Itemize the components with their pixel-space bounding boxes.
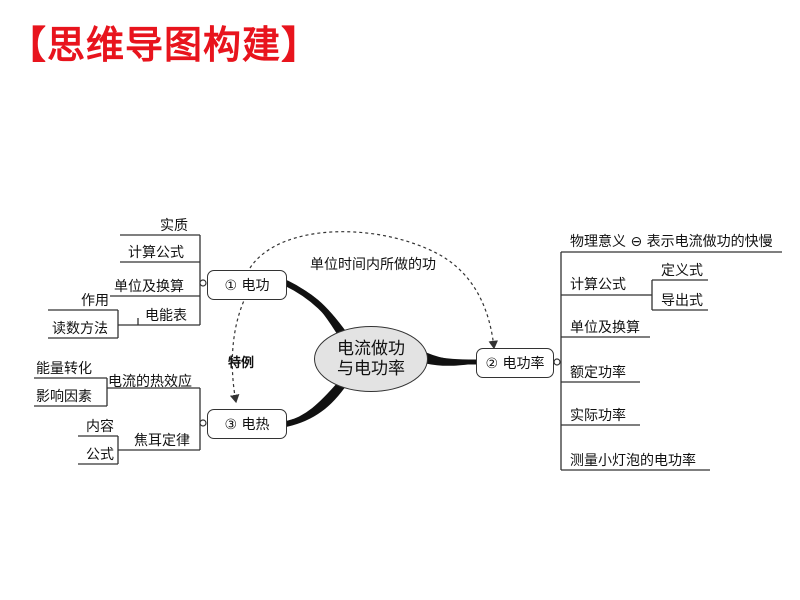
heat-influencing-factors: 影响因素 bbox=[36, 389, 92, 405]
heat-energy-conversion: 能量转化 bbox=[36, 361, 92, 377]
node-electric-heat: ③ 电热 bbox=[207, 409, 287, 439]
central-topic-line2: 与电功率 bbox=[337, 359, 405, 379]
joule-law-content: 内容 bbox=[86, 419, 114, 435]
heat-thermal-effect: 电流的热效应 bbox=[108, 374, 192, 390]
power-actual: 实际功率 bbox=[570, 408, 626, 424]
work-unit-conversion: 单位及换算 bbox=[114, 279, 184, 295]
meter-reading-method: 读数方法 bbox=[52, 321, 108, 337]
node-electric-work: ① 电功 bbox=[207, 270, 287, 300]
heat-joule-law: 焦耳定律 bbox=[134, 433, 190, 449]
link-label-special-case: 特例 bbox=[228, 356, 255, 371]
meter-function: 作用 bbox=[81, 293, 109, 309]
page-title: 【思维导图构建】 bbox=[8, 23, 321, 67]
power-rated: 额定功率 bbox=[570, 365, 626, 381]
work-essence: 实质 bbox=[160, 218, 188, 234]
joule-law-formula: 公式 bbox=[86, 447, 114, 463]
power-derived-formula: 导出式 bbox=[661, 293, 703, 309]
power-unit-conversion: 单位及换算 bbox=[570, 320, 640, 336]
work-formula: 计算公式 bbox=[128, 245, 184, 261]
power-measure-bulb: 测量小灯泡的电功率 bbox=[570, 453, 696, 469]
work-energy-meter: 电能表 bbox=[145, 308, 187, 324]
power-formula: 计算公式 bbox=[570, 277, 626, 293]
link-label-work-power: 单位时间内所做的功 bbox=[310, 257, 436, 273]
dashed-link-heat-special bbox=[229, 295, 247, 404]
central-topic: 电流做功 与电功率 bbox=[314, 326, 428, 392]
power-physical-meaning: 物理意义 ⊖ 表示电流做功的快慢 bbox=[570, 234, 773, 250]
central-topic-line1: 电流做功 bbox=[337, 339, 405, 359]
power-definition-formula: 定义式 bbox=[661, 263, 703, 279]
node-electric-power: ② 电功率 bbox=[476, 348, 554, 378]
